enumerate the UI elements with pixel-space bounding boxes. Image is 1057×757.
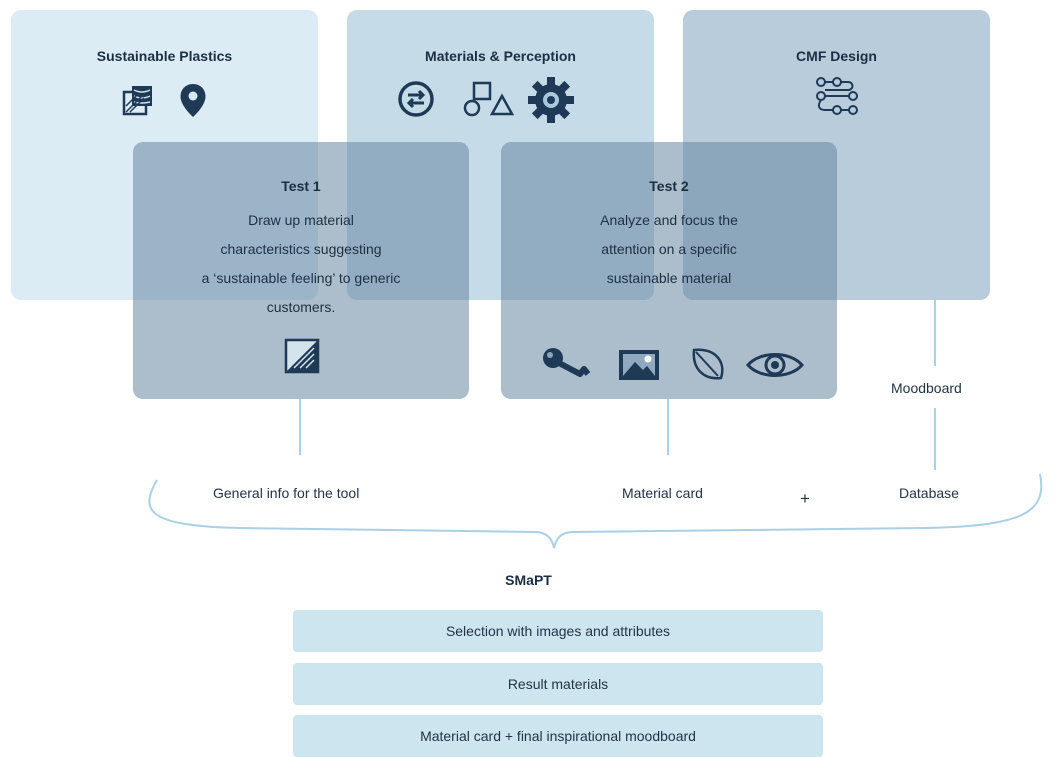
plus-sign: + bbox=[800, 489, 810, 508]
cmf-design-title: CMF Design bbox=[796, 48, 877, 64]
general-info-label: General info for the tool bbox=[213, 485, 360, 501]
step-selection-label: Selection with images and attributes bbox=[445, 623, 671, 639]
step-selection: Selection with images and attributes bbox=[293, 610, 823, 652]
test-1-connector-line bbox=[299, 399, 301, 455]
grouping-brace bbox=[148, 473, 1043, 549]
step-material-card-moodboard-label: Material card + final inspirational mood… bbox=[420, 728, 696, 744]
test-1-box: Test 1 Draw up material characteristics … bbox=[133, 142, 469, 399]
shapes-icon bbox=[460, 80, 514, 118]
test-2-title: Test 2 bbox=[649, 178, 689, 194]
smapt-title: SMaPT bbox=[505, 572, 552, 588]
sustainable-plastics-title: Sustainable Plastics bbox=[96, 48, 233, 64]
materials-perception-title: Materials & Perception bbox=[425, 48, 576, 64]
gear-icon bbox=[527, 76, 575, 124]
image-icon bbox=[617, 348, 661, 382]
test-1-title: Test 1 bbox=[281, 178, 321, 194]
location-pin-icon bbox=[179, 83, 207, 119]
step-material-card-moodboard: Material card + final inspirational mood… bbox=[293, 715, 823, 757]
hatched-square-icon bbox=[284, 338, 320, 374]
exchange-arrows-icon bbox=[397, 80, 435, 118]
material-card-label: Material card bbox=[622, 485, 703, 501]
step-result-materials-label: Result materials bbox=[507, 676, 609, 692]
cmf-connector-line-lower bbox=[934, 408, 936, 470]
wood-texture-icon bbox=[118, 84, 154, 120]
cmf-connector-line-upper bbox=[934, 292, 936, 366]
eye-icon bbox=[745, 349, 805, 381]
test-2-description: Analyze and focus the attention on a spe… bbox=[600, 212, 738, 286]
test-2-box: Test 2 Analyze and focus the attention o… bbox=[501, 142, 837, 399]
test-2-connector-line bbox=[667, 399, 669, 455]
moodboard-label: Moodboard bbox=[891, 380, 962, 396]
flow-connector-icon bbox=[814, 76, 860, 116]
key-icon bbox=[542, 347, 590, 377]
step-result-materials: Result materials bbox=[293, 663, 823, 705]
test-1-description: Draw up material characteristics suggest… bbox=[201, 212, 401, 315]
database-label: Database bbox=[899, 485, 959, 501]
leaf-icon bbox=[688, 344, 728, 384]
